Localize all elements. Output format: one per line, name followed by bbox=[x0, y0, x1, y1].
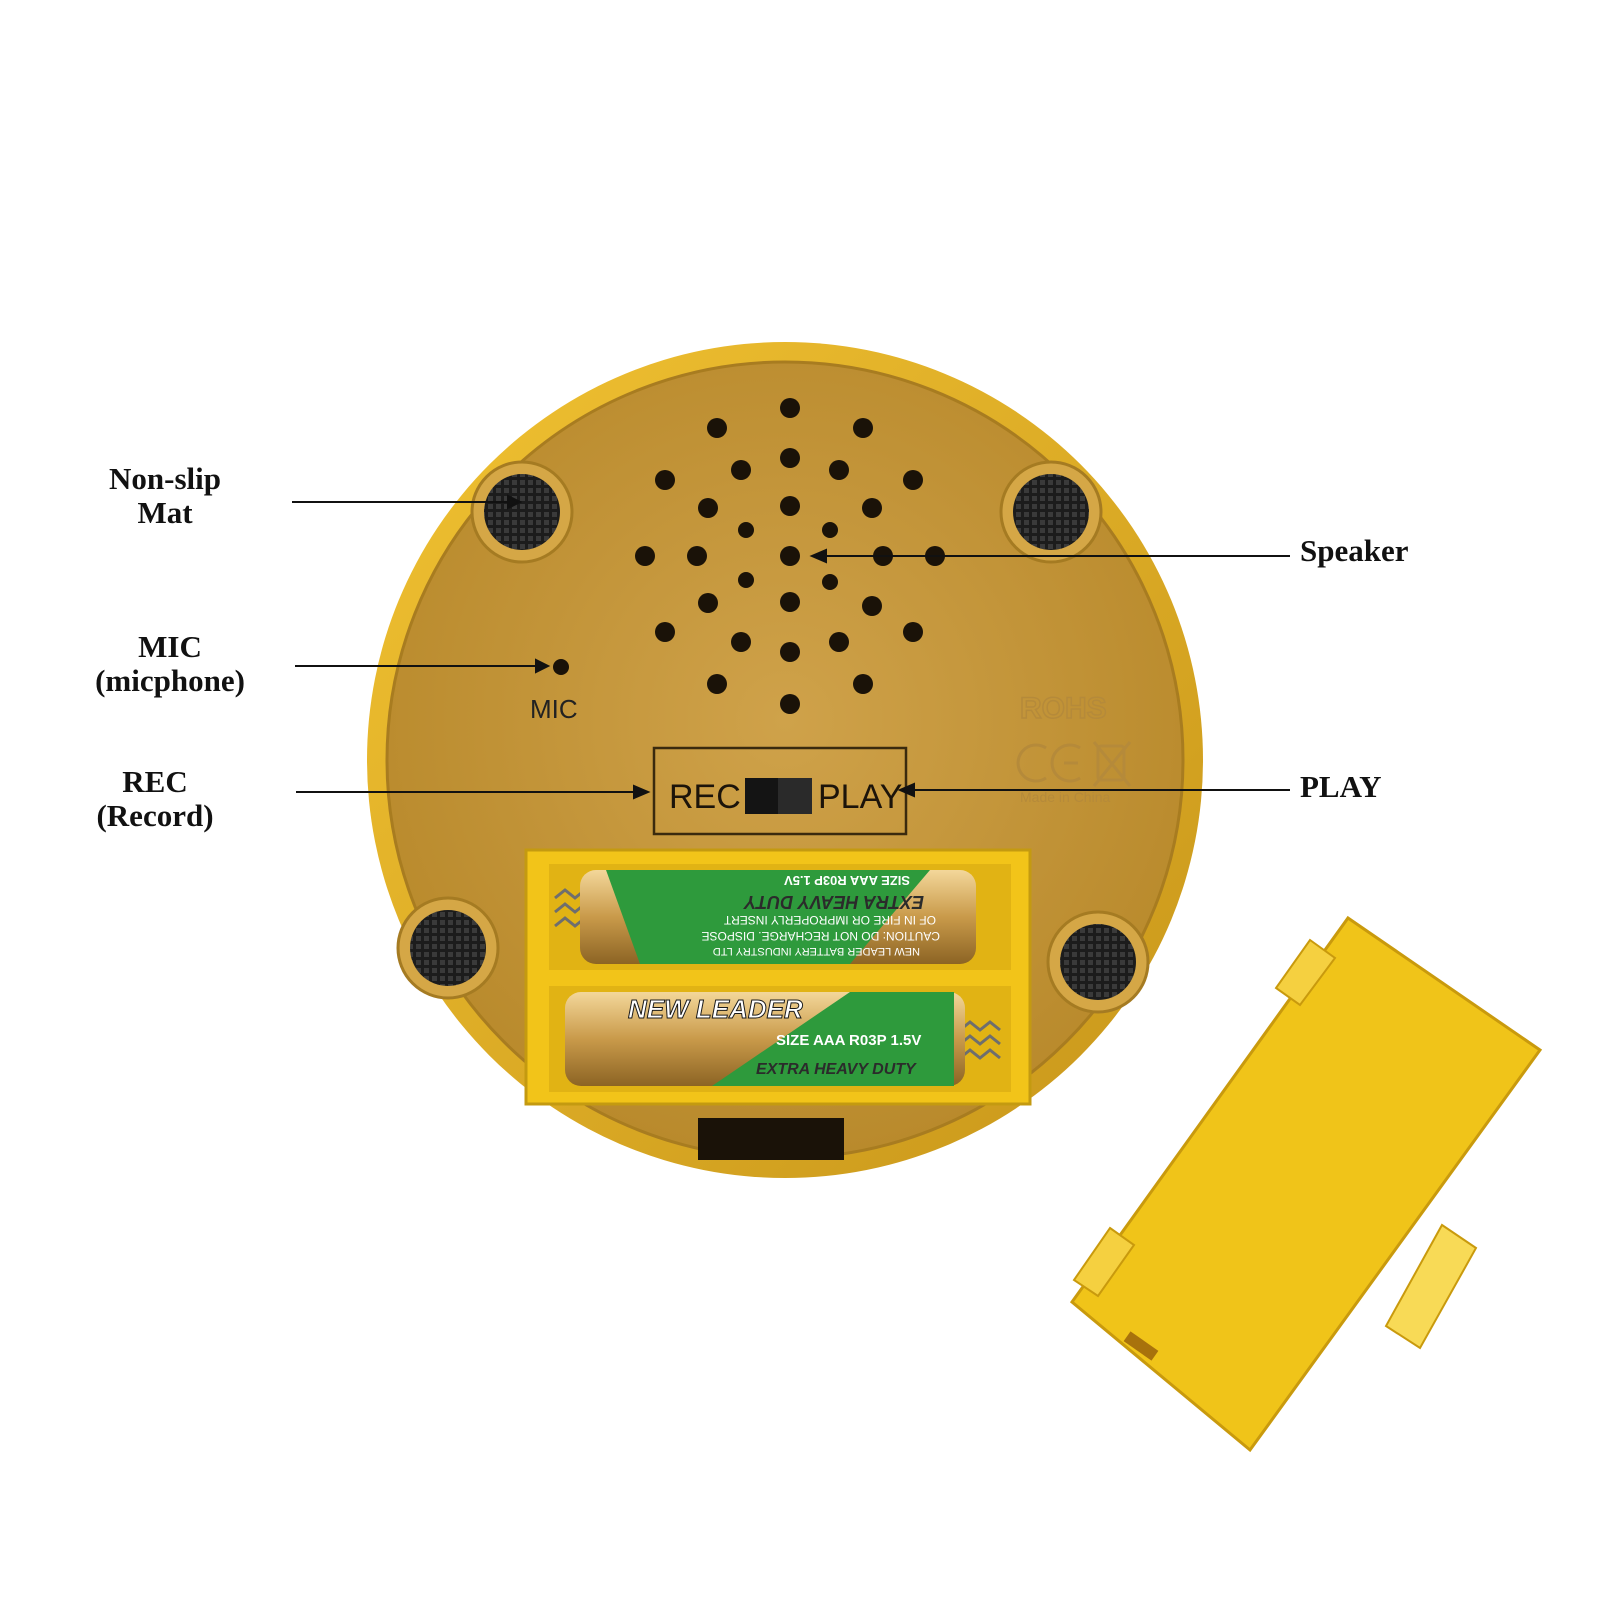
made-in-marking: Made in China bbox=[1020, 789, 1110, 805]
non-slip-mat-top-left bbox=[470, 460, 574, 564]
callout-rec-line1: REC bbox=[122, 764, 188, 799]
callout-play-line1: PLAY bbox=[1300, 769, 1382, 804]
microphone-hole bbox=[553, 659, 569, 675]
callout-mic-line1: MIC bbox=[138, 629, 202, 664]
callout-mic: MIC (micphone) bbox=[55, 630, 285, 698]
callout-non-slip-mat-line1: Non-slip bbox=[109, 461, 221, 496]
battery-door[interactable] bbox=[1069, 915, 1543, 1453]
battery-bottom-brand: NEW LEADER bbox=[628, 994, 803, 1024]
battery-top-duty: EXTRA HEAVY DUTY bbox=[742, 892, 924, 912]
battery-bottom-duty: EXTRA HEAVY DUTY bbox=[756, 1061, 917, 1078]
battery-top-brand-line: NEW LEADER BATTERY INDUSTRY LTD bbox=[713, 945, 920, 957]
door-latch-slot bbox=[698, 1118, 844, 1160]
callout-non-slip-mat-line2: Mat bbox=[137, 495, 193, 530]
non-slip-mat-bottom-right bbox=[1046, 910, 1150, 1014]
switch-play-label: PLAY bbox=[818, 778, 902, 816]
callout-mic-line2: (micphone) bbox=[95, 663, 245, 698]
battery-top-size: SIZE AAA R03P 1.5V bbox=[784, 873, 910, 888]
battery-top-fire: OF IN FIRE OR IMPROPERLY INSERT bbox=[723, 913, 936, 927]
battery-top: NEW LEADER BATTERY INDUSTRY LTD CAUTION:… bbox=[580, 870, 976, 964]
rec-play-switch[interactable]: REC PLAY bbox=[652, 746, 908, 836]
callout-speaker: Speaker bbox=[1300, 534, 1470, 568]
callout-non-slip-mat: Non-slip Mat bbox=[60, 462, 270, 530]
ce-weee-marking bbox=[1016, 741, 1132, 787]
switch-rec-label: REC bbox=[669, 778, 741, 816]
rohs-marking: ROHS bbox=[1020, 692, 1107, 725]
mic-label: MIC bbox=[530, 694, 578, 724]
battery-bottom: NEW LEADER SIZE AAA R03P 1.5V EXTRA HEAV… bbox=[565, 992, 965, 1086]
callout-speaker-line1: Speaker bbox=[1300, 533, 1409, 568]
callout-rec: REC (Record) bbox=[60, 765, 250, 833]
speaker-grille bbox=[635, 398, 945, 714]
battery-top-caution: CAUTION: DO NOT RECHARGE. DISPOSE bbox=[702, 929, 940, 943]
callout-play: PLAY bbox=[1300, 770, 1450, 804]
battery-bottom-size: SIZE AAA R03P 1.5V bbox=[776, 1032, 921, 1049]
non-slip-mat-top-right bbox=[999, 460, 1103, 564]
non-slip-mat-bottom-left bbox=[396, 896, 500, 1000]
callout-lines bbox=[292, 494, 1290, 800]
callout-rec-line2: (Record) bbox=[96, 798, 214, 833]
